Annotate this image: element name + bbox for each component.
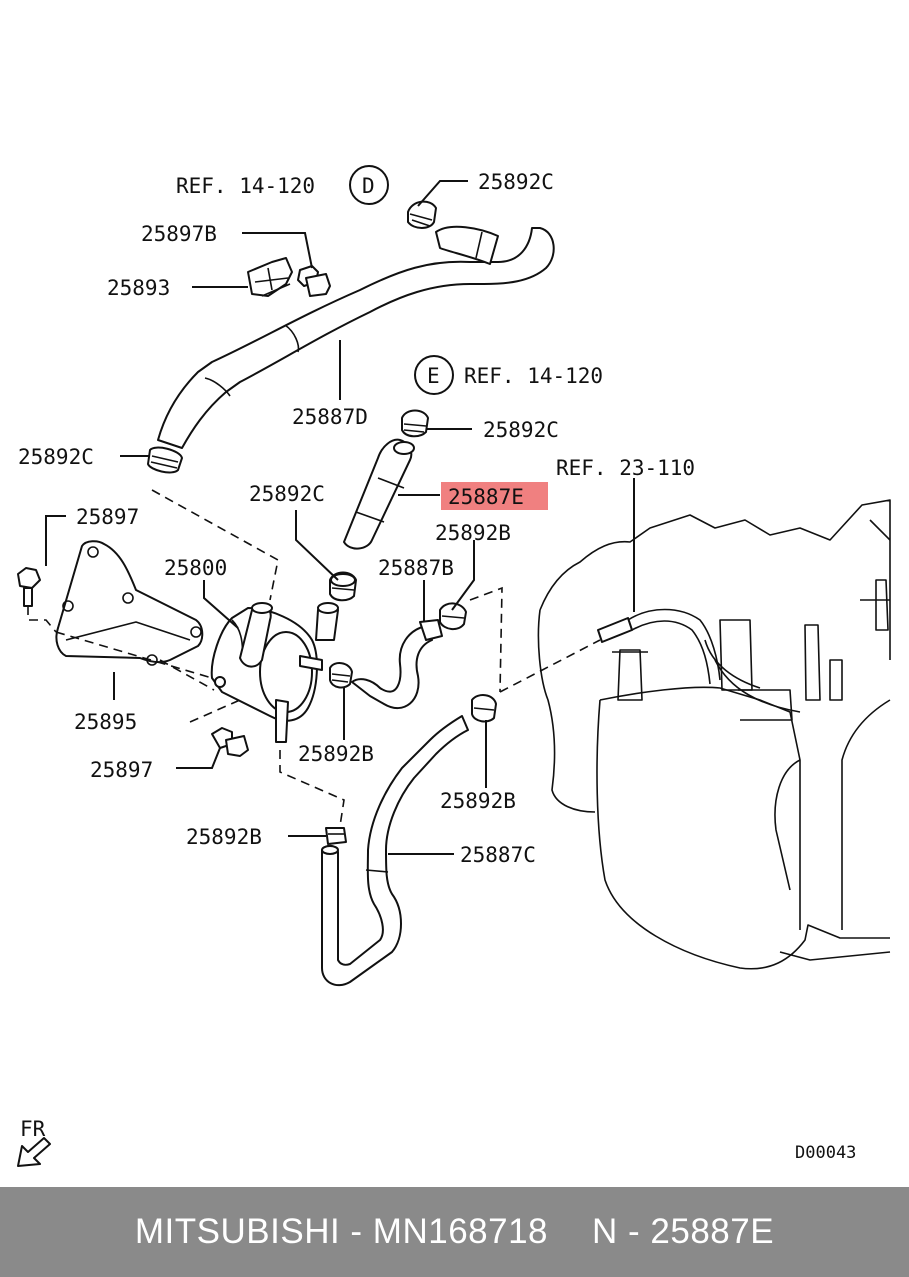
oil-cooler-25800 [210, 602, 339, 743]
footer-bar: MITSUBISHI - MN168718 N - 25887E [0, 1187, 909, 1277]
footer-ref-part: N - 25887E [592, 1212, 775, 1251]
label-fr: FR [20, 1117, 46, 1141]
clamp-25892b-left [325, 827, 347, 845]
label-25892b-left: 25892B [186, 825, 262, 849]
label-ref-23: REF. 23-110 [556, 456, 695, 480]
label-diagram-code: D00043 [795, 1143, 856, 1163]
label-25892c-left: 25892C [18, 445, 94, 469]
clamp-25892c-left [147, 446, 183, 474]
label-25895: 25895 [74, 710, 137, 734]
label-25892b-center: 25892B [298, 742, 374, 766]
clamp-25892b-lower [471, 694, 497, 723]
label-25887d: 25887D [292, 405, 368, 429]
front-arrow-icon [17, 1137, 51, 1167]
hose-25887d [157, 225, 555, 449]
label-25892c-mid: 25892C [483, 418, 559, 442]
bolt-25897-top [17, 567, 41, 607]
label-25897-bottom: 25897 [90, 758, 153, 782]
hose-25887c [321, 715, 469, 987]
label-25887c: 25887C [460, 843, 536, 867]
label-25887e: 25887E [448, 485, 524, 509]
label-25893: 25893 [107, 276, 170, 300]
leader-lines [45, 180, 487, 855]
clamp-25892c-mid [401, 409, 429, 438]
label-ref-d: REF. 14-120 [176, 174, 315, 198]
assembly-lines [27, 489, 503, 827]
label-25892c-center: 25892C [249, 482, 325, 506]
ref-circle-d [349, 165, 389, 205]
footer-brand-part: MITSUBISHI - MN168718 [134, 1212, 549, 1251]
oil-cooler-pipes [499, 478, 721, 693]
label-25897b: 25897B [141, 222, 217, 246]
parts-diagram: REF. 14-120 D 25892C 25897B 25893 E REF.… [17, 165, 891, 1167]
bolt-25897-bottom [211, 727, 249, 757]
bracket-25893 [247, 257, 293, 297]
label-25892b-lower: 25892B [440, 789, 516, 813]
label-circle-d: D [362, 174, 375, 198]
clamp-25892b-right [439, 602, 467, 630]
label-25887b: 25887B [378, 556, 454, 580]
bracket-25895 [55, 540, 204, 666]
hose-25887b [351, 619, 443, 710]
clamp-25892b-center [329, 662, 353, 689]
label-25892b-right: 25892B [435, 521, 511, 545]
hose-25887e [343, 438, 415, 550]
transmission-outline [537, 499, 891, 970]
highlight-25887e [441, 482, 548, 510]
ref-circle-e [414, 355, 454, 395]
label-25892c-top: 25892C [478, 170, 554, 194]
label-25897-top: 25897 [76, 505, 139, 529]
label-25800: 25800 [164, 556, 227, 580]
bolt-25897b [297, 265, 331, 297]
label-circle-e: E [427, 364, 440, 388]
label-ref-e: REF. 14-120 [464, 364, 603, 388]
clamp-25892c-top [407, 200, 437, 229]
